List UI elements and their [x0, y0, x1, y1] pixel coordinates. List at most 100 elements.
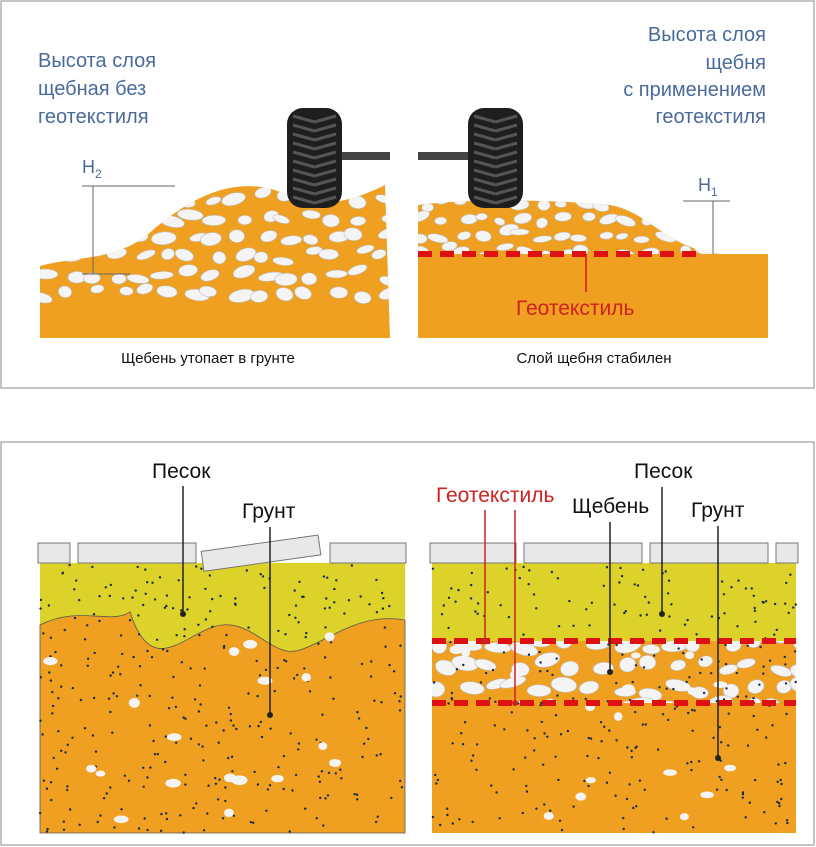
grain-dot [156, 752, 159, 756]
stone [427, 233, 449, 244]
tread-line [292, 150, 315, 160]
grain-dot [557, 625, 561, 628]
grain-dot [549, 809, 552, 812]
grain-dot [269, 727, 272, 730]
grain-dot [109, 710, 112, 714]
grain-dot [215, 721, 218, 724]
grain-dot [221, 817, 225, 820]
stone [432, 681, 446, 698]
grain-dot [315, 817, 318, 820]
grain-dot [665, 687, 668, 690]
grain-dot [146, 828, 149, 832]
grain-dot [510, 711, 513, 714]
grain-dot [390, 796, 393, 800]
grain-dot [605, 566, 609, 569]
grain-dot [166, 649, 169, 653]
pebble [543, 812, 554, 820]
grain-dot [203, 667, 206, 670]
grain-dot [379, 753, 382, 756]
grain-dot [653, 654, 656, 657]
grain-dot [183, 635, 186, 638]
grain-dot [99, 814, 102, 817]
grain-dot [712, 736, 715, 739]
grain-dot [762, 672, 765, 675]
stone [615, 232, 629, 240]
grain-dot [232, 724, 235, 727]
grain-dot [353, 793, 356, 796]
grain-dot [273, 689, 276, 693]
grain-dot [399, 644, 402, 647]
grain-dot [98, 595, 101, 598]
grain-dot [550, 570, 554, 574]
grain-dot [365, 726, 368, 730]
tread-line [314, 141, 337, 151]
grain-dot [450, 691, 454, 695]
grain-dot [398, 709, 402, 712]
stone [513, 212, 533, 225]
h2-label: H2 [82, 157, 102, 181]
grain-dot [752, 594, 755, 597]
grain-dot [533, 749, 536, 752]
grain-dot [204, 587, 207, 591]
stone [40, 176, 55, 185]
stone [58, 285, 72, 298]
grain-dot [780, 797, 783, 801]
bottom-left-soil-pointer-dot [267, 712, 273, 718]
grain-dot [431, 567, 435, 570]
stone [453, 200, 467, 206]
top-left-title-line2: щебная без [38, 78, 146, 100]
grain-dot [204, 618, 208, 621]
grain-dot [472, 754, 475, 757]
grain-dot [741, 793, 745, 796]
grain-dot [400, 786, 404, 789]
stone [237, 215, 253, 226]
stone [253, 251, 269, 264]
grain-dot [333, 601, 336, 604]
bottom-right-geotextile-pointer-dot-2 [512, 700, 518, 706]
top-right-title-line1: Высота слоя [648, 24, 766, 46]
stone [719, 664, 738, 675]
grain-dot [551, 673, 554, 677]
pebble [631, 652, 641, 659]
stone [494, 217, 506, 226]
grain-dot [232, 814, 235, 817]
grain-dot [639, 614, 642, 617]
grain-dot [572, 697, 575, 700]
grain-dot [666, 592, 670, 595]
bottom-right-tile-4 [775, 542, 799, 564]
grain-dot [723, 612, 726, 615]
stone [658, 700, 680, 703]
grain-dot [171, 607, 175, 610]
top-left-title-line3: геотекстиля [38, 106, 149, 128]
stone [434, 216, 447, 225]
grain-dot [470, 583, 473, 587]
grain-dot [736, 625, 739, 628]
grain-dot [624, 610, 627, 613]
grain-dot [252, 821, 255, 824]
grain-dot [600, 740, 603, 743]
stone [82, 230, 99, 242]
grain-dot [186, 608, 189, 611]
grain-dot [152, 739, 155, 743]
grain-dot [785, 581, 788, 585]
tread-line [314, 195, 337, 205]
stone [280, 235, 303, 246]
pebble [165, 778, 181, 788]
grain-dot [277, 629, 280, 633]
stone [474, 658, 497, 671]
grain-dot [119, 634, 123, 637]
grain-dot [462, 663, 465, 667]
stone [305, 246, 323, 256]
bottom-left-dots [38, 563, 404, 834]
grain-dot [123, 774, 127, 777]
grain-dot [62, 820, 65, 823]
grain-dot [113, 826, 116, 829]
grain-dot [440, 613, 444, 616]
grain-dot [533, 737, 536, 740]
grain-dot [375, 611, 379, 614]
grain-dot [744, 587, 748, 590]
grain-dot [164, 760, 167, 764]
stone [670, 659, 686, 671]
grain-dot [528, 569, 531, 572]
grain-dot [785, 819, 789, 822]
